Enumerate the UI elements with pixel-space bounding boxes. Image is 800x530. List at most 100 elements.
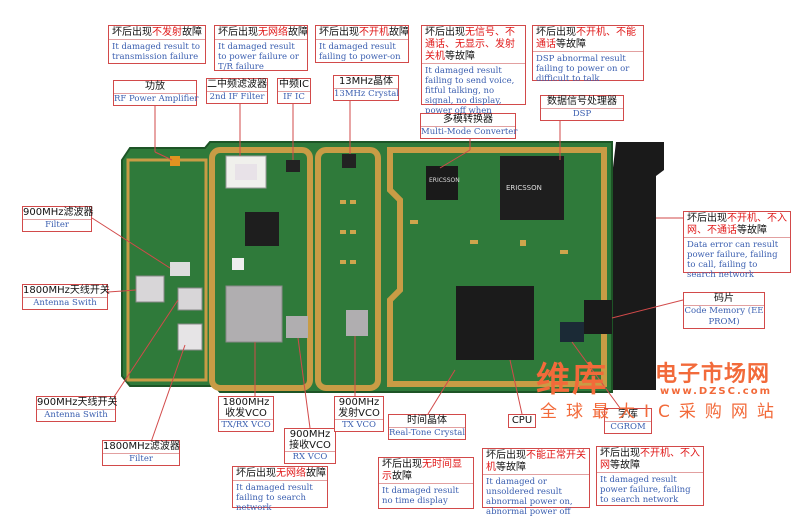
dsp-chip-marking: ERICSSON	[506, 184, 542, 192]
label-code-memory: 码片 Code Memory (EE PROM)	[683, 292, 765, 329]
callout-cpu-fault: 坏后出现不能正常开关机等故障 It damaged or unsoldered …	[482, 448, 590, 517]
label-filter-900: 900MHz滤波器 Filter	[22, 206, 94, 232]
callout-rf-amp-fault: 坏后出现不发射故障 It damaged result to transmiss…	[108, 25, 206, 64]
callout-dsp-fault: 坏后出现不开机、不能通话等故障 DSP abnormal result fail…	[532, 25, 644, 84]
label-vco-1800: 1800MHz 收发VCO TX/RX VCO	[218, 396, 274, 432]
label-rf-amp: 功放 RF Power Amplifier	[113, 80, 199, 106]
label-rtc-en: Real-Tone Crystal	[389, 428, 466, 438]
callout-if-filter-fault-zh: 坏后出现无网络故障	[215, 26, 307, 40]
label-crystal-13mhz: 13MHz晶体 13MHz Crystal	[333, 75, 399, 101]
shield-frame-left	[126, 158, 208, 382]
label-antenna-900-en: Antenna Swith	[44, 410, 108, 420]
filter-900-part	[170, 262, 190, 276]
callout-crystal-fault-en: It damaged result failing to power-on	[319, 42, 401, 62]
label-rtc-zh: 时间晶体	[389, 415, 465, 428]
callout-vco1800-fault-en: It damaged result failing to search netw…	[236, 483, 313, 513]
callout-rf-amp-fault-zh: 坏后出现不发射故障	[109, 26, 205, 40]
callout-if-filter-fault: 坏后出现无网络故障 It damaged result to power fai…	[214, 25, 308, 72]
label-dsp-en: DSP	[572, 109, 592, 119]
label-filter-900-zh: 900MHz滤波器	[23, 207, 94, 220]
label-rx-vco-900-zh: 900MHz 接收VCO	[285, 429, 335, 452]
cgrom-chip	[560, 322, 584, 342]
label-antenna-1800: 1800MHz天线开关 Antenna Swith	[22, 284, 110, 310]
label-filter-1800-zh: 1800MHz滤波器	[103, 441, 180, 454]
watermark-slogan: 全球最大IC采购网站	[540, 402, 783, 422]
label-antenna-900: 900MHz天线开关 Antenna Swith	[36, 396, 118, 422]
leader-lines	[91, 100, 684, 446]
label-tx-vco-900: 900MHz 发射VCO TX VCO	[334, 396, 384, 432]
label-multimode-en: Multi-Mode Converter	[421, 127, 518, 137]
callout-crystal-fault: 坏后出现不开机故障 It damaged result failing to p…	[315, 25, 409, 63]
watermark-url: www.DZSC.com	[660, 386, 772, 397]
label-cgrom-zh: 字库	[605, 409, 651, 422]
callout-mmc-fault-zh: 坏后出现无信号、不通话、无显示、发射关机等故障	[422, 26, 525, 64]
label-antenna-900-zh: 900MHz天线开关	[37, 397, 118, 410]
label-dsp-zh: 数据信号处理器	[541, 96, 623, 109]
callout-cgrom-fault: 坏后出现不开机、不入网等故障 It damaged result power f…	[596, 446, 704, 506]
antenna-switch-900	[177, 287, 203, 311]
callout-if-filter-fault-en: It damaged result to power failure or T/…	[218, 42, 299, 72]
if-filter-chip-inner	[235, 164, 257, 180]
callout-vco1800-fault-zh: 坏后出现无网络故障	[233, 467, 327, 481]
callout-crystal-fault-zh: 坏后出现不开机故障	[316, 26, 408, 40]
label-multimode-zh: 多模转换器	[421, 114, 515, 127]
label-if-ic-zh: 中频IC	[278, 79, 310, 92]
callout-rtc-fault-zh: 坏后出现无时间显示故障	[379, 458, 473, 484]
callout-cpu-fault-en: It damaged or unsoldered result abnormal…	[486, 477, 573, 517]
vco-1800-shield	[225, 285, 283, 343]
label-2nd-if-filter-en: 2nd IF Filter	[209, 92, 265, 102]
label-antenna-1800-zh: 1800MHz天线开关	[23, 285, 110, 298]
label-cgrom-en: CGROM	[610, 422, 646, 432]
label-if-ic-en: IF IC	[283, 92, 305, 102]
label-crystal-13mhz-zh: 13MHz晶体	[334, 76, 398, 89]
label-filter-1800: 1800MHz滤波器 Filter	[102, 440, 180, 466]
label-2nd-if-filter: 二中频滤波器 2nd IF Filter	[206, 78, 268, 104]
rf-amp-chip	[170, 156, 180, 166]
tx-vco-900	[346, 310, 368, 336]
callout-rtc-fault: 坏后出现无时间显示故障 It damaged result no time di…	[378, 457, 474, 509]
rx-vco-900	[286, 316, 308, 338]
label-filter-1800-en: Filter	[129, 454, 153, 464]
pcb-pads	[340, 200, 568, 264]
label-crystal-13mhz-en: 13MHz Crystal	[334, 89, 400, 99]
if-ic-chip	[286, 160, 300, 172]
callout-dsp-fault-zh: 坏后出现不开机、不能通话等故障	[533, 26, 643, 52]
callout-vco1800-fault: 坏后出现无网络故障 It damaged result failing to s…	[232, 466, 328, 513]
shield-frame-baseband	[387, 147, 607, 387]
dsp-chip	[500, 156, 564, 220]
callout-eeprom-fault-zh: 坏后出现不开机、不入网、不通话等故障	[684, 212, 790, 238]
label-filter-900-en: Filter	[45, 220, 69, 230]
shield-frame-mid	[315, 147, 381, 391]
label-multimode: 多模转换器 Multi-Mode Converter	[420, 113, 518, 139]
label-if-ic: 中频IC IF IC	[277, 78, 311, 104]
eeprom-chip	[584, 300, 612, 334]
label-rx-vco-900-en: RX VCO	[292, 452, 328, 462]
smd-part	[232, 258, 244, 270]
label-antenna-1800-en: Antenna Swith	[33, 298, 97, 308]
callout-rtc-fault-en: It damaged result no time display	[382, 486, 459, 506]
label-tx-vco-900-en: TX VCO	[341, 420, 377, 430]
callout-rf-amp-fault-en: It damaged result to transmission failur…	[112, 42, 201, 62]
label-rtc: 时间晶体 Real-Tone Crystal	[388, 414, 466, 440]
callout-mmc-fault: 坏后出现无信号、不通话、无显示、发射关机等故障 It damaged resul…	[421, 25, 526, 126]
label-tx-vco-900-zh: 900MHz 发射VCO	[335, 397, 383, 420]
callout-cgrom-fault-en: It damaged result power failure, failing…	[600, 475, 691, 505]
callout-cpu-fault-zh: 坏后出现不能正常开关机等故障	[483, 449, 589, 475]
label-cpu: CPU	[508, 414, 536, 428]
crystal-chip	[342, 154, 356, 168]
shield-frame-rf	[209, 147, 313, 391]
label-code-memory-en: Code Memory (EE PROM)	[684, 306, 764, 327]
antenna-switch-1800	[135, 275, 165, 303]
transceiver-ic	[245, 212, 279, 246]
label-vco-1800-en: TX/RX VCO	[221, 420, 271, 430]
callout-eeprom-fault-en: Data error can result power failure, fai…	[687, 240, 779, 280]
antenna-connector	[612, 142, 664, 390]
label-2nd-if-filter-zh: 二中频滤波器	[207, 79, 267, 92]
label-rf-amp-en: RF Power Amplifier	[114, 94, 199, 104]
mmc-chip	[426, 166, 458, 200]
callout-cgrom-fault-zh: 坏后出现不开机、不入网等故障	[597, 447, 703, 473]
watermark-title: 电子市场网	[655, 362, 771, 387]
cpu-chip	[456, 286, 534, 360]
